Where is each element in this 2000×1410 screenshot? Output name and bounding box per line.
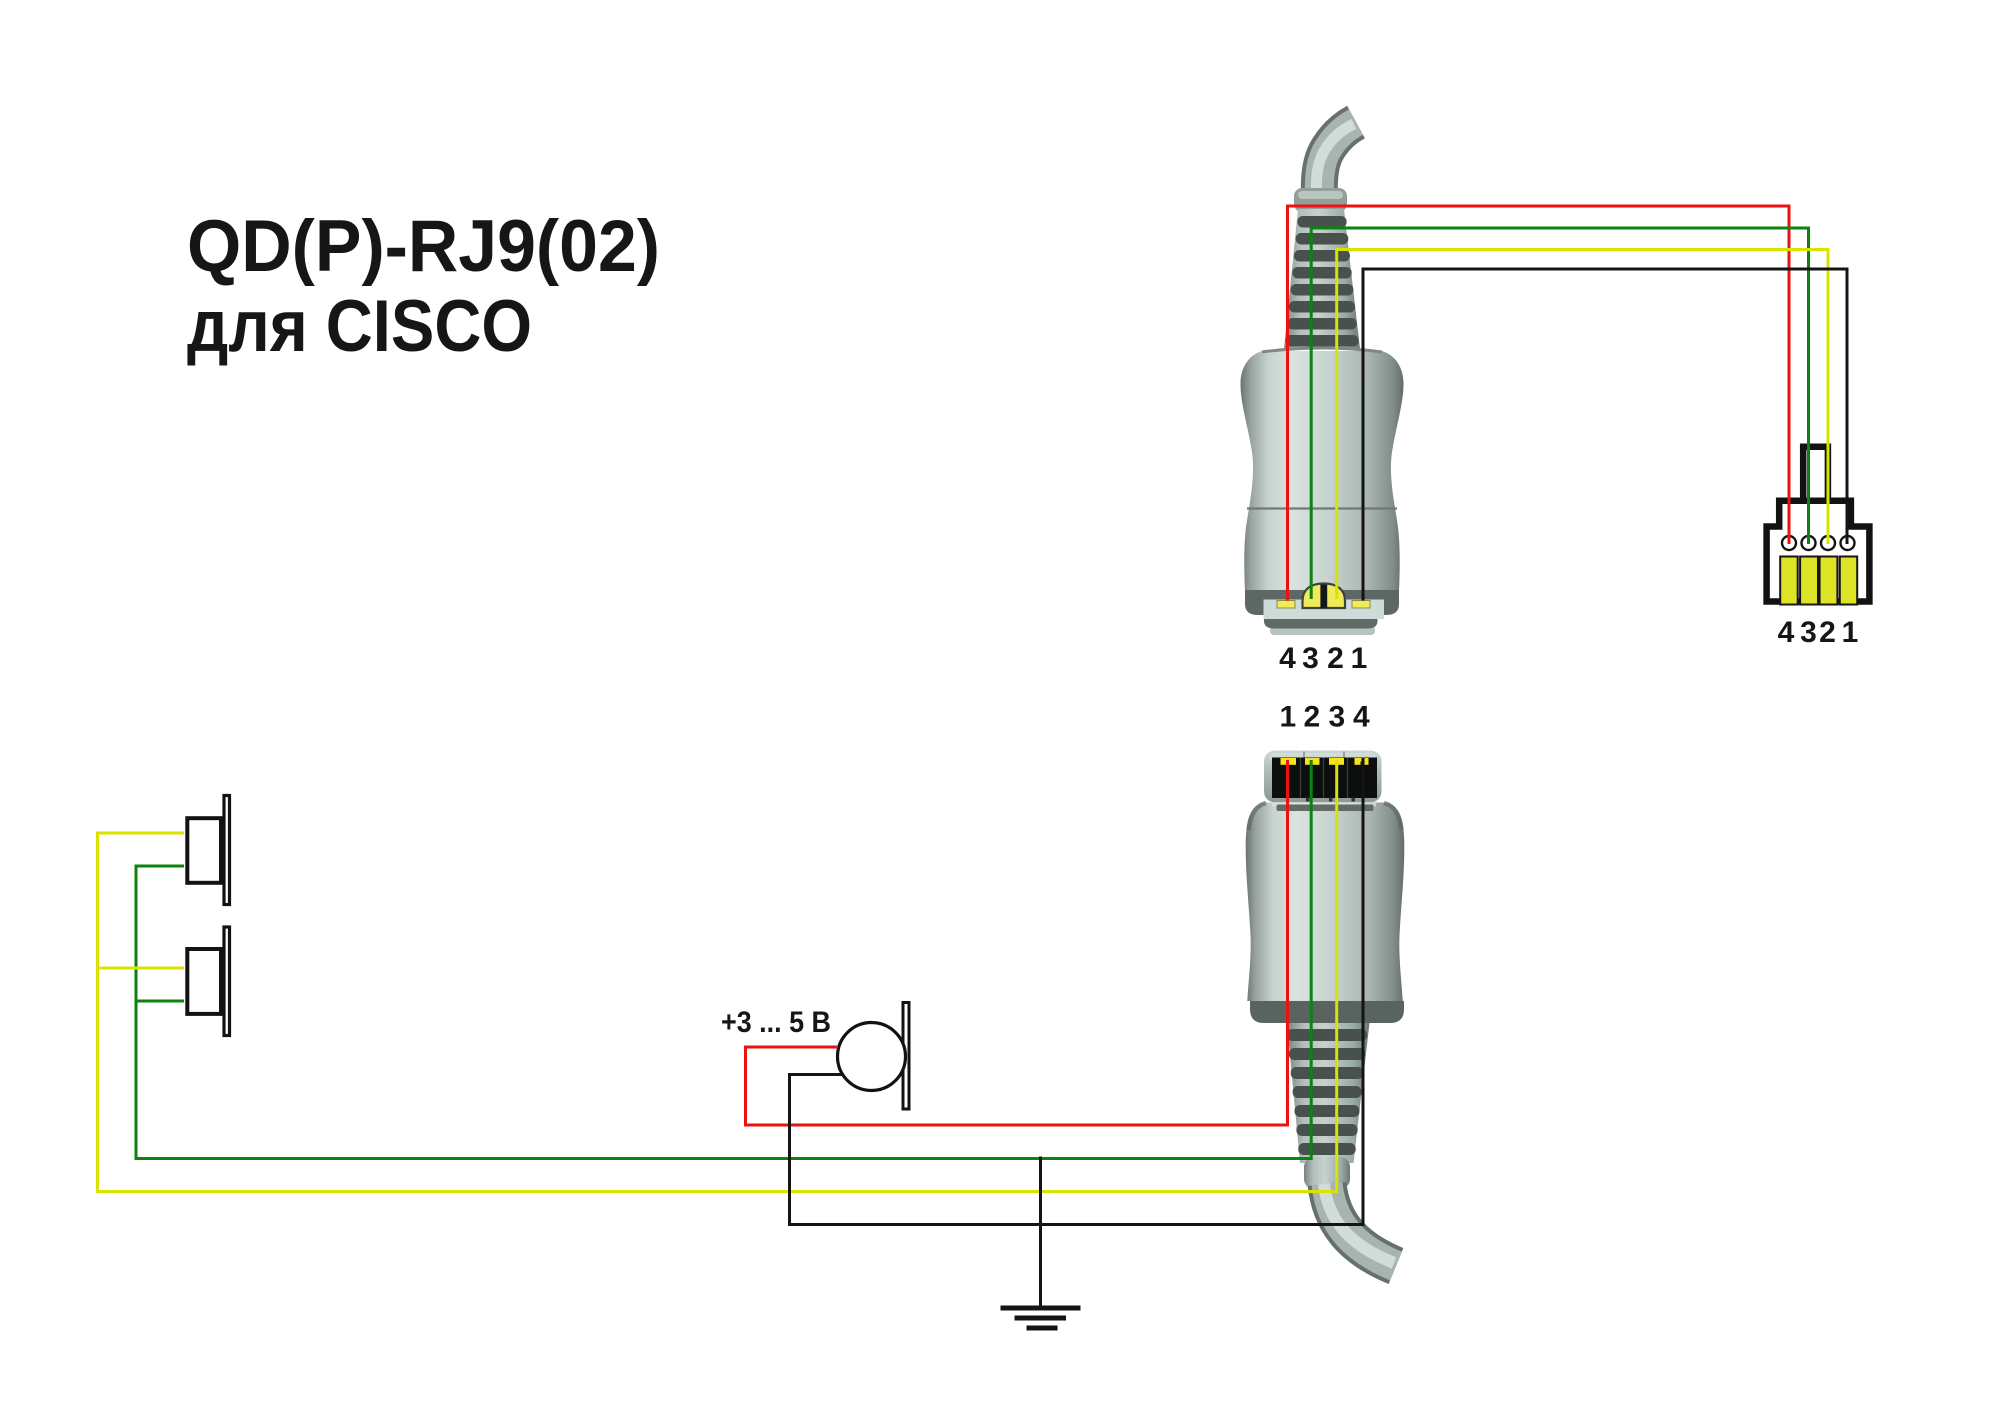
speakers: [185, 793, 232, 1038]
pin-label: 1: [1351, 642, 1368, 675]
speaker-magnet: [185, 816, 224, 885]
socket-notch: [1329, 797, 1333, 802]
qd-plug-nose-band: [1264, 619, 1378, 629]
wire-black-mic-run: [788, 758, 1365, 1226]
title-line-1: QD(P)-RJ9(02): [187, 206, 660, 287]
rj9-contact-pads: [1779, 555, 1859, 606]
speaker-magnet: [185, 947, 224, 1016]
socket-notch: [1306, 797, 1310, 802]
rj9-pin-labels: 4 3 2 1: [1778, 616, 1859, 649]
qd-plug-contact-pad: [1276, 600, 1296, 609]
rib-band: [1298, 1143, 1356, 1155]
pin-label: 2: [1304, 701, 1321, 734]
rj9-pad: [1779, 555, 1799, 606]
wire-green-speaker-run: [134, 760, 1313, 1160]
cable-highlight: [1310, 118, 1357, 209]
qd-socket-body: [1245, 802, 1405, 1001]
speaker-diaphragm: [222, 925, 232, 1038]
qd-socket-slot-bar: [1276, 804, 1374, 811]
wire-green-top-run: [1309, 226, 1810, 599]
rib-band: [1294, 1105, 1360, 1117]
speaker-2: [185, 925, 232, 1038]
qd-socket-bell-band: [1250, 1001, 1404, 1023]
ground-symbol: [1000, 1156, 1081, 1331]
title: QD(P)-RJ9(02) для CISCO: [187, 206, 660, 367]
strain-relief-tip: [1304, 1157, 1350, 1189]
rib-band: [1297, 216, 1347, 228]
speaker-1: [185, 793, 232, 907]
pin-label: 4: [1353, 701, 1370, 734]
qd-plug-shoulder-line: [1261, 346, 1383, 354]
socket-notch: [1351, 797, 1355, 802]
rib-band: [1288, 1048, 1366, 1060]
wire-yellow: [96, 248, 1830, 1193]
wire-black-top-run: [1361, 267, 1849, 601]
speaker-diaphragm: [222, 793, 232, 907]
microphone: +3 ... 5 В: [721, 1001, 911, 1111]
pin-label: 1: [1280, 701, 1297, 734]
mic-circle: [835, 1020, 908, 1093]
pin-label: 2: [1327, 642, 1344, 675]
qd-socket-cable: [1307, 1181, 1404, 1285]
pin-label: 3: [1800, 616, 1817, 649]
rj9-pad: [1799, 555, 1819, 606]
rib-band: [1286, 1029, 1368, 1041]
pin-label: 3: [1328, 701, 1345, 734]
qd-plug-cable: [1300, 105, 1366, 210]
pin-label: 4: [1279, 642, 1296, 675]
rj9-pad: [1818, 555, 1839, 606]
qd-plug-contact-pad: [1351, 600, 1371, 609]
qd-socket-strain-relief: [1286, 1023, 1370, 1189]
rib-band: [1292, 267, 1352, 279]
wire-green: [134, 226, 1810, 1160]
rib-band: [1296, 1124, 1358, 1136]
qd-socket-undercap-highlight: [1272, 802, 1376, 807]
pin-label: 4: [1778, 616, 1795, 649]
wire-black: [788, 267, 1849, 1331]
qd-socket-shoulder-shadow-left: [1246, 800, 1267, 831]
rj9-plug: 4 3 2 1: [1763, 443, 1873, 649]
wire-red: [744, 204, 1791, 1127]
qd-plug-strain-relief: [1284, 209, 1360, 349]
qd-socket-shoulder-shadow-right: [1383, 800, 1404, 831]
rib-band: [1292, 1086, 1362, 1098]
qd-socket-bottom: 1 2 3 4: [1245, 701, 1405, 1285]
rib-band: [1295, 233, 1349, 245]
pin-label: 1: [1842, 616, 1859, 649]
mic-voltage-label: +3 ... 5 В: [721, 1006, 831, 1039]
rib-band: [1287, 318, 1357, 330]
wire-yellow-speaker-run: [96, 760, 1339, 1193]
qd-socket-pin-labels: 1 2 3 4: [1280, 701, 1370, 734]
qd-plug-pin-labels: 4 3 2 1: [1279, 642, 1367, 675]
qd-socket-bottom-notches: [1306, 797, 1355, 802]
qd-plug-body: [1240, 351, 1404, 591]
qd-socket-dividers: [1299, 758, 1349, 798]
title-line-2: для CISCO: [187, 286, 532, 367]
wire-yellow-top-run: [1335, 248, 1830, 599]
strain-relief-collar-highlight: [1298, 191, 1343, 199]
rib-band: [1294, 250, 1350, 262]
wire-red-top-run: [1286, 204, 1791, 601]
rib-band: [1290, 284, 1354, 296]
cable-highlight: [1318, 1183, 1397, 1269]
qd-plug-contact-dome-slot: [1320, 584, 1328, 608]
rib-band: [1290, 1067, 1364, 1079]
rib-band: [1288, 301, 1356, 313]
rj9-pad: [1838, 555, 1859, 606]
pin-label: 3: [1302, 642, 1319, 675]
rib-band: [1285, 335, 1359, 347]
pin-label: 2: [1819, 616, 1836, 649]
wire-red-mic-run: [744, 760, 1289, 1127]
